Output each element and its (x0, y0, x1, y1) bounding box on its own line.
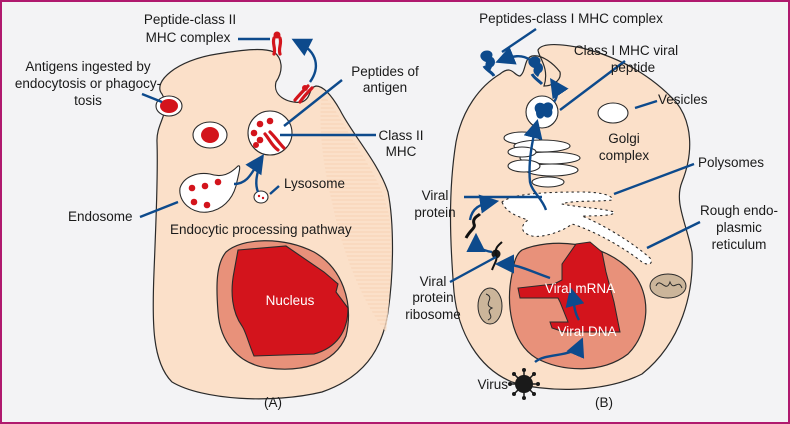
svg-text:Peptides of: Peptides of (351, 64, 419, 79)
pocket-class1-mhc (528, 56, 544, 86)
rough-er (501, 191, 652, 265)
surface-class2-mhc (271, 36, 283, 56)
label-endosome: Endosome (68, 209, 133, 224)
arrow-to-surface (291, 38, 318, 83)
class2-mhc-molecule (263, 130, 286, 152)
label-viral-protein: Viral protein (414, 188, 455, 220)
svg-text:Antigens ingested by: Antigens ingested by (25, 59, 151, 74)
label-viral-mrna: Viral mRNA (545, 281, 615, 296)
leader-rough-er (646, 220, 701, 250)
svg-text:ribosome: ribosome (405, 307, 461, 322)
arrow-endosome-to-vesicle (233, 154, 264, 186)
peptide-dot (273, 31, 281, 39)
leader-ingested (141, 92, 163, 104)
golgi-complex (503, 131, 581, 188)
peptide-dot (302, 85, 308, 91)
label-nucleus: Nucleus (266, 293, 315, 308)
label-antigens-ingested: Antigens ingested by endocytosis or phag… (15, 59, 161, 108)
label-endocytic-pathway: Endocytic processing pathway (170, 222, 352, 237)
viral-protein-chain (464, 212, 482, 239)
svg-text:MHC complex: MHC complex (146, 30, 231, 45)
label-rough-er: Rough endo- plasmic reticulum (700, 203, 778, 252)
label-class2-mhc: Class II MHC (378, 128, 423, 159)
svg-text:Viral: Viral (420, 274, 447, 289)
arrow-lysosome-to-vesicle (255, 161, 262, 193)
mitochondrion (649, 273, 687, 299)
label-peptides-of-antigen: Peptides of antigen (351, 64, 419, 95)
label-vesicles: Vesicles (658, 92, 708, 107)
viral-genome-region (517, 241, 621, 333)
label-viral-protein-ribosome: Viral protein ribosome (405, 274, 461, 322)
caption-a: (A) (264, 395, 282, 410)
svg-text:Viral: Viral (422, 188, 449, 203)
leader-lysosome (269, 185, 280, 195)
label-viral-dna: Viral DNA (557, 324, 616, 339)
arrow-protein-to-er (468, 194, 500, 221)
leader-peptides-antigen (283, 79, 343, 127)
svg-text:protein: protein (414, 205, 455, 220)
mitochondrion (477, 287, 503, 325)
svg-text:endocytosis or phagocy-: endocytosis or phagocy- (15, 76, 161, 91)
lysosome (253, 190, 269, 204)
endosome-contents (188, 178, 222, 209)
svg-text:Rough endo-: Rough endo- (700, 203, 778, 218)
label-peptides-class1-complex: Peptides-class I MHC complex (479, 11, 663, 26)
virus-particle (508, 368, 540, 400)
label-golgi-complex: Golgi complex (599, 131, 650, 163)
svg-text:complex: complex (599, 148, 650, 163)
svg-text:protein: protein (412, 290, 453, 305)
svg-text:tosis: tosis (74, 93, 102, 108)
label-polysomes: Polysomes (698, 155, 764, 170)
arrow-dna-to-mrna (565, 287, 585, 321)
label-lysosome: Lysosome (284, 176, 345, 191)
svg-text:antigen: antigen (363, 80, 407, 95)
vesicle (597, 102, 629, 124)
leader-vesicles (634, 99, 658, 110)
arrow-ribosome-to-protein (466, 232, 493, 254)
svg-text:plasmic: plasmic (716, 220, 762, 235)
leader-class1-complex (501, 28, 537, 53)
arrow-mrna-to-ribosome (494, 254, 551, 280)
leader-ribosome (449, 255, 497, 284)
label-class1-mhc-viral-peptide: Class I MHC viral peptide (574, 43, 678, 75)
svg-text:Class II: Class II (378, 128, 423, 143)
arrow-er-to-vesicle (523, 119, 548, 211)
arrow-virus-to-dna (534, 337, 585, 364)
caption-b: (B) (595, 395, 613, 410)
svg-text:Class I MHC viral: Class I MHC viral (574, 43, 678, 58)
svg-text:Golgi: Golgi (608, 131, 640, 146)
arrow-vesicle-to-pocket (550, 78, 569, 103)
svg-text:MHC: MHC (386, 144, 417, 159)
label-virus: Virus (477, 377, 508, 392)
surface-class1-mhc (480, 50, 496, 77)
panel-b: Peptides-class I MHC complex Class I MHC… (405, 11, 778, 410)
leader-polysomes (613, 162, 695, 196)
antigen-particle (160, 99, 178, 113)
nucleus-a (231, 245, 349, 357)
leader-endosome (139, 200, 179, 219)
class1-mhc-viral-peptide (534, 102, 554, 119)
cell-a-shading (320, 94, 391, 332)
arrow-pocket-to-surface (495, 46, 531, 65)
antigen-particle (201, 127, 219, 143)
svg-text:peptide: peptide (611, 60, 655, 75)
label-peptide-class2-complex: Peptide-class II MHC complex (144, 12, 236, 45)
peptide-dots (250, 117, 274, 148)
panel-a: Peptide-class II MHC complex Antigens in… (15, 12, 424, 410)
svg-text:Peptide-class II: Peptide-class II (144, 12, 236, 27)
mrna-strand (491, 241, 503, 271)
svg-text:reticulum: reticulum (712, 237, 767, 252)
leader-class1-viral-peptide (559, 60, 626, 111)
